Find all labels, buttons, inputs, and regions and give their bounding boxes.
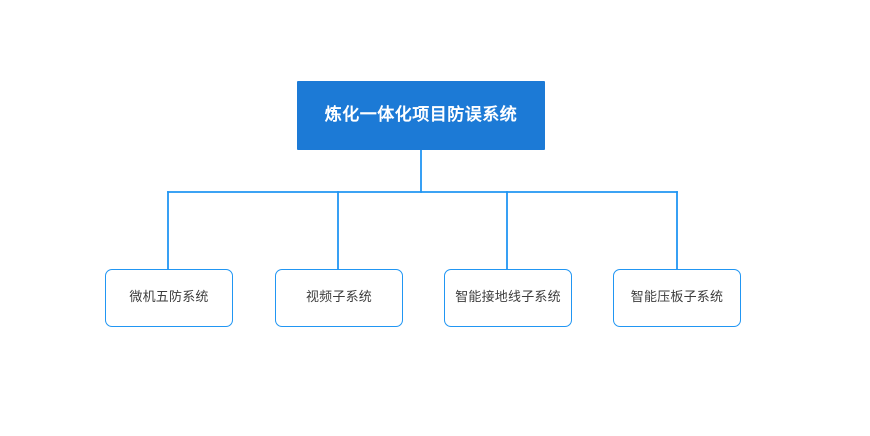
child-node-label: 智能接地线子系统: [455, 290, 561, 306]
child-node-shipin[interactable]: 视频子系统: [275, 269, 403, 327]
root-node-label: 炼化一体化项目防误系统: [324, 105, 518, 126]
child-node-label: 视频子系统: [305, 290, 372, 306]
child-node-zhineng-jiediyxian[interactable]: 智能接地线子系统: [444, 269, 572, 327]
child-node-label: 智能压板子系统: [630, 290, 724, 306]
child-node-zhineng-yaban[interactable]: 智能压板子系统: [613, 269, 741, 327]
root-node[interactable]: 炼化一体化项目防误系统: [297, 81, 545, 150]
child-node-label: 微机五防系统: [129, 290, 209, 306]
child-node-weiji-wufang[interactable]: 微机五防系统: [105, 269, 233, 327]
